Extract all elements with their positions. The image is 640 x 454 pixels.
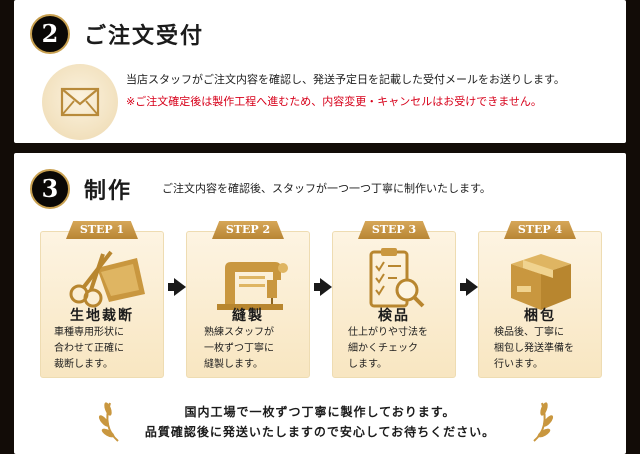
step-tab-1: STEP 1 [66,221,138,239]
arrow-icon [320,278,332,296]
production-intro: ご注文内容を確認後、スタッフが一つ一つ丁寧に制作いたします。 [162,182,491,195]
step-desc-line: 検品後、丁寧に [494,327,564,338]
arrow-icon [168,283,176,291]
scissors-icon [69,250,145,308]
cancellation-notice: ※ご注文確定後は製作工程へ進むため、内容変更・キャンセルはお受けできません。 [126,95,542,108]
arrow-icon [174,278,186,296]
step-desc-3: 仕上がりや寸法を 細かくチェック します。 [348,325,428,373]
laurel-right-icon [533,402,554,442]
step-title-2: 縫製 [232,308,264,324]
step-number-badge: 2 [30,14,70,54]
step-tab-3: STEP 3 [358,221,430,239]
closing-message-line-2: 品質確認後に発送いたしますので安心してお待ちください。 [144,425,496,439]
production-panel: 3 制作 ご注文内容を確認後、スタッフが一つ一つ丁寧に制作いたします。 STEP… [14,153,626,454]
checklist-magnifier-icon [369,248,425,308]
reception-description: 当店スタッフがご注文内容を確認し、発送予定日を記載した受付メールをお送りします。 [126,73,565,86]
step-desc-line: 合わせて正確に [54,343,124,354]
sewing-machine-icon [217,262,288,310]
step-desc-line: 一枚ずつ丁寧に [204,343,274,354]
step-desc-line: 車種専用形状に [54,327,124,338]
section-title: ご注文受付 [84,23,205,49]
step-desc-line: 行います。 [494,359,543,370]
arrow-icon [460,283,468,291]
step-desc-line: 裁断します。 [54,359,113,370]
step-desc-2: 熟練スタッフが 一枚ずつ丁寧に 縫製します。 [204,325,274,373]
step-card-1 [40,231,164,378]
step-number-badge: 3 [30,169,70,209]
step-card-2 [186,231,310,378]
step-title-4: 梱包 [524,308,556,324]
step-desc-line: 仕上がりや寸法を [348,327,428,338]
step-desc-line: します。 [348,359,387,370]
step-desc-4: 検品後、丁寧に 梱包し発送準備を 行います。 [494,325,574,373]
step-title-3: 検品 [378,308,410,324]
arrow-icon [314,283,322,291]
step-tab-4: STEP 4 [504,221,576,239]
closing-message-line-1: 国内工場で一枚ずつ丁寧に製作しております。 [184,405,456,419]
order-reception-panel: 2 ご注文受付 当店スタッフがご注文内容を確認し、発送予定日を記載した受付メール… [14,0,626,143]
step-desc-line: 細かくチェック [348,343,418,354]
step-title-1: 生地裁断 [70,308,134,324]
envelope-icon [60,87,100,117]
arrow-icon [466,278,478,296]
section-title: 制作 [84,178,133,204]
step-tab-2: STEP 2 [212,221,284,239]
step-desc-line: 縫製します。 [204,359,263,370]
step-card-3 [332,231,456,378]
step-desc-line: 熟練スタッフが [204,327,274,338]
cardboard-box-icon [511,254,571,310]
step-desc-line: 梱包し発送準備を [494,343,574,354]
step-desc-1: 車種専用形状に 合わせて正確に 裁断します。 [54,325,124,373]
envelope-icon-circle [42,64,118,140]
laurel-left-icon [98,402,119,442]
